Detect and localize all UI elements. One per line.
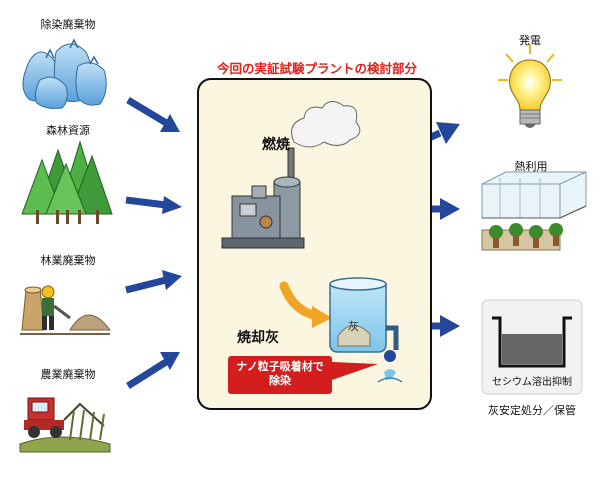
input-arrow-3	[125, 270, 182, 294]
input-arrow-1	[126, 96, 180, 132]
storage-container-icon	[481, 299, 583, 395]
harvester-icon	[19, 397, 111, 453]
ash-tank-icon	[329, 277, 403, 383]
plant-scope-title: 今回の実証試験プラントの検討部分	[216, 61, 417, 76]
ash-flow-arrow	[279, 281, 332, 328]
input-arrow-2	[125, 196, 182, 214]
input-label-agricultural-waste: 農業廃棄物	[40, 368, 96, 381]
smoke-icon	[291, 101, 361, 148]
waste-bags-icon	[22, 38, 107, 109]
forest-icon	[21, 140, 113, 224]
greenhouse-icon	[481, 171, 587, 251]
output-label-power: 発電	[519, 34, 541, 47]
forestry-worker-icon	[20, 285, 111, 335]
light-bulb-icon	[498, 44, 562, 128]
nanoparticle-callout: ナノ粒子吸着材で 除染	[228, 356, 332, 394]
cesium-suppression-label: セシウム溶出抑制	[492, 377, 572, 388]
combustion-label: 燃焼	[262, 137, 290, 153]
callout-line1: ナノ粒子吸着材で	[236, 360, 324, 373]
input-arrow-4	[126, 352, 180, 389]
input-label-forest-resources: 森林資源	[46, 124, 90, 137]
output-label-heat: 熱利用	[514, 160, 548, 173]
incinerated-ash-label: 焼却灰	[237, 330, 279, 346]
input-label-decontamination-waste: 除染廃棄物	[40, 18, 96, 31]
incinerator-icon	[221, 147, 305, 249]
input-label-forestry-waste: 林業廃棄物	[40, 254, 96, 267]
ash-disposal-caption: 灰安定処分／保管	[488, 404, 576, 417]
callout-line2: 除染	[269, 374, 291, 387]
ash-tank-label: 灰	[348, 320, 359, 333]
